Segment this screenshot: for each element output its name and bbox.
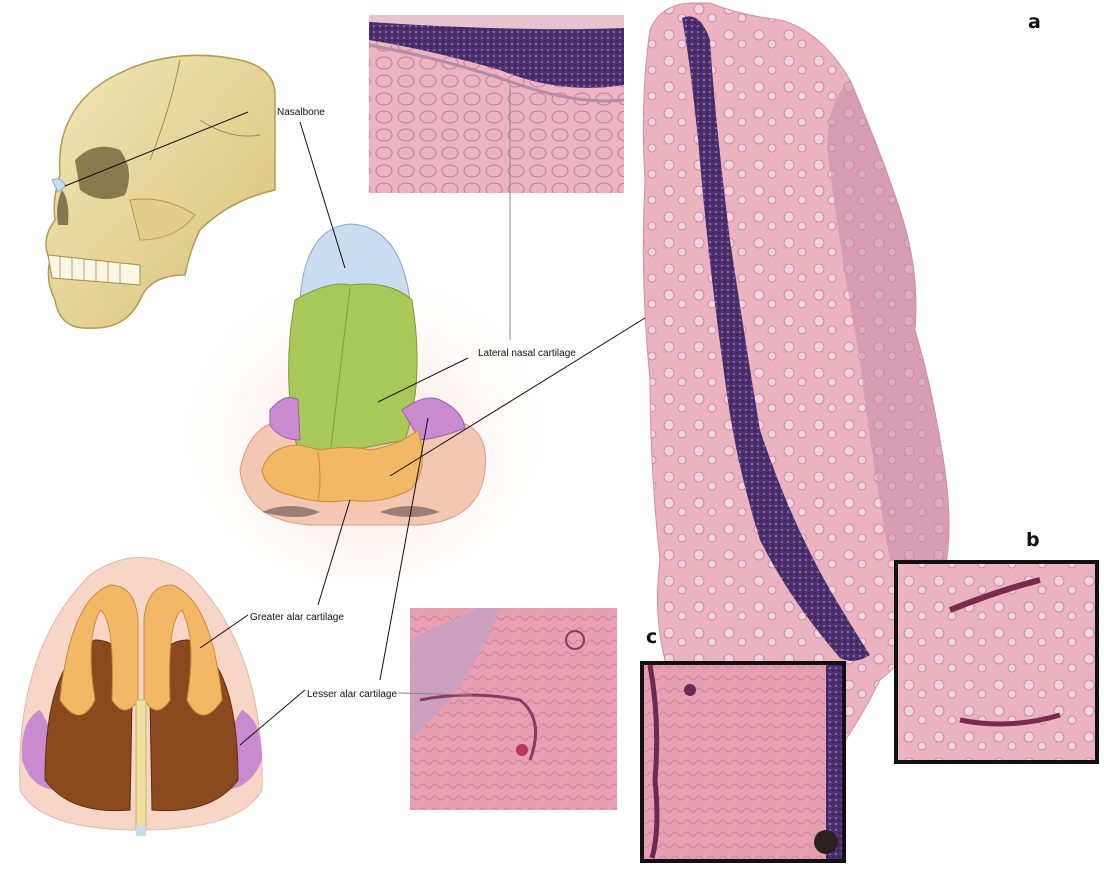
- micrograph-lesser-alar: [410, 608, 617, 810]
- label-nasal-bone: Nasalbone: [277, 107, 325, 118]
- lateral-nasal-cartilage-region: [289, 284, 418, 460]
- label-lesser-alar-cartilage: Lesser alar cartilage: [307, 689, 397, 700]
- label-lateral-nasal-cartilage: Lateral nasal cartilage: [478, 348, 576, 359]
- micrograph-panel-b: [896, 562, 1097, 762]
- label-greater-alar-cartilage: Greater alar cartilage: [250, 612, 344, 623]
- panel-letter-a: a: [1028, 11, 1041, 33]
- panel-letter-c: c: [646, 626, 657, 648]
- nose-inferior-illustration: [20, 558, 262, 837]
- micrograph-panel-c: [642, 663, 844, 861]
- nose-frontal-illustration: [180, 224, 550, 585]
- panel-letter-b: b: [1026, 529, 1040, 551]
- micrograph-lateral-nasal: [369, 15, 624, 193]
